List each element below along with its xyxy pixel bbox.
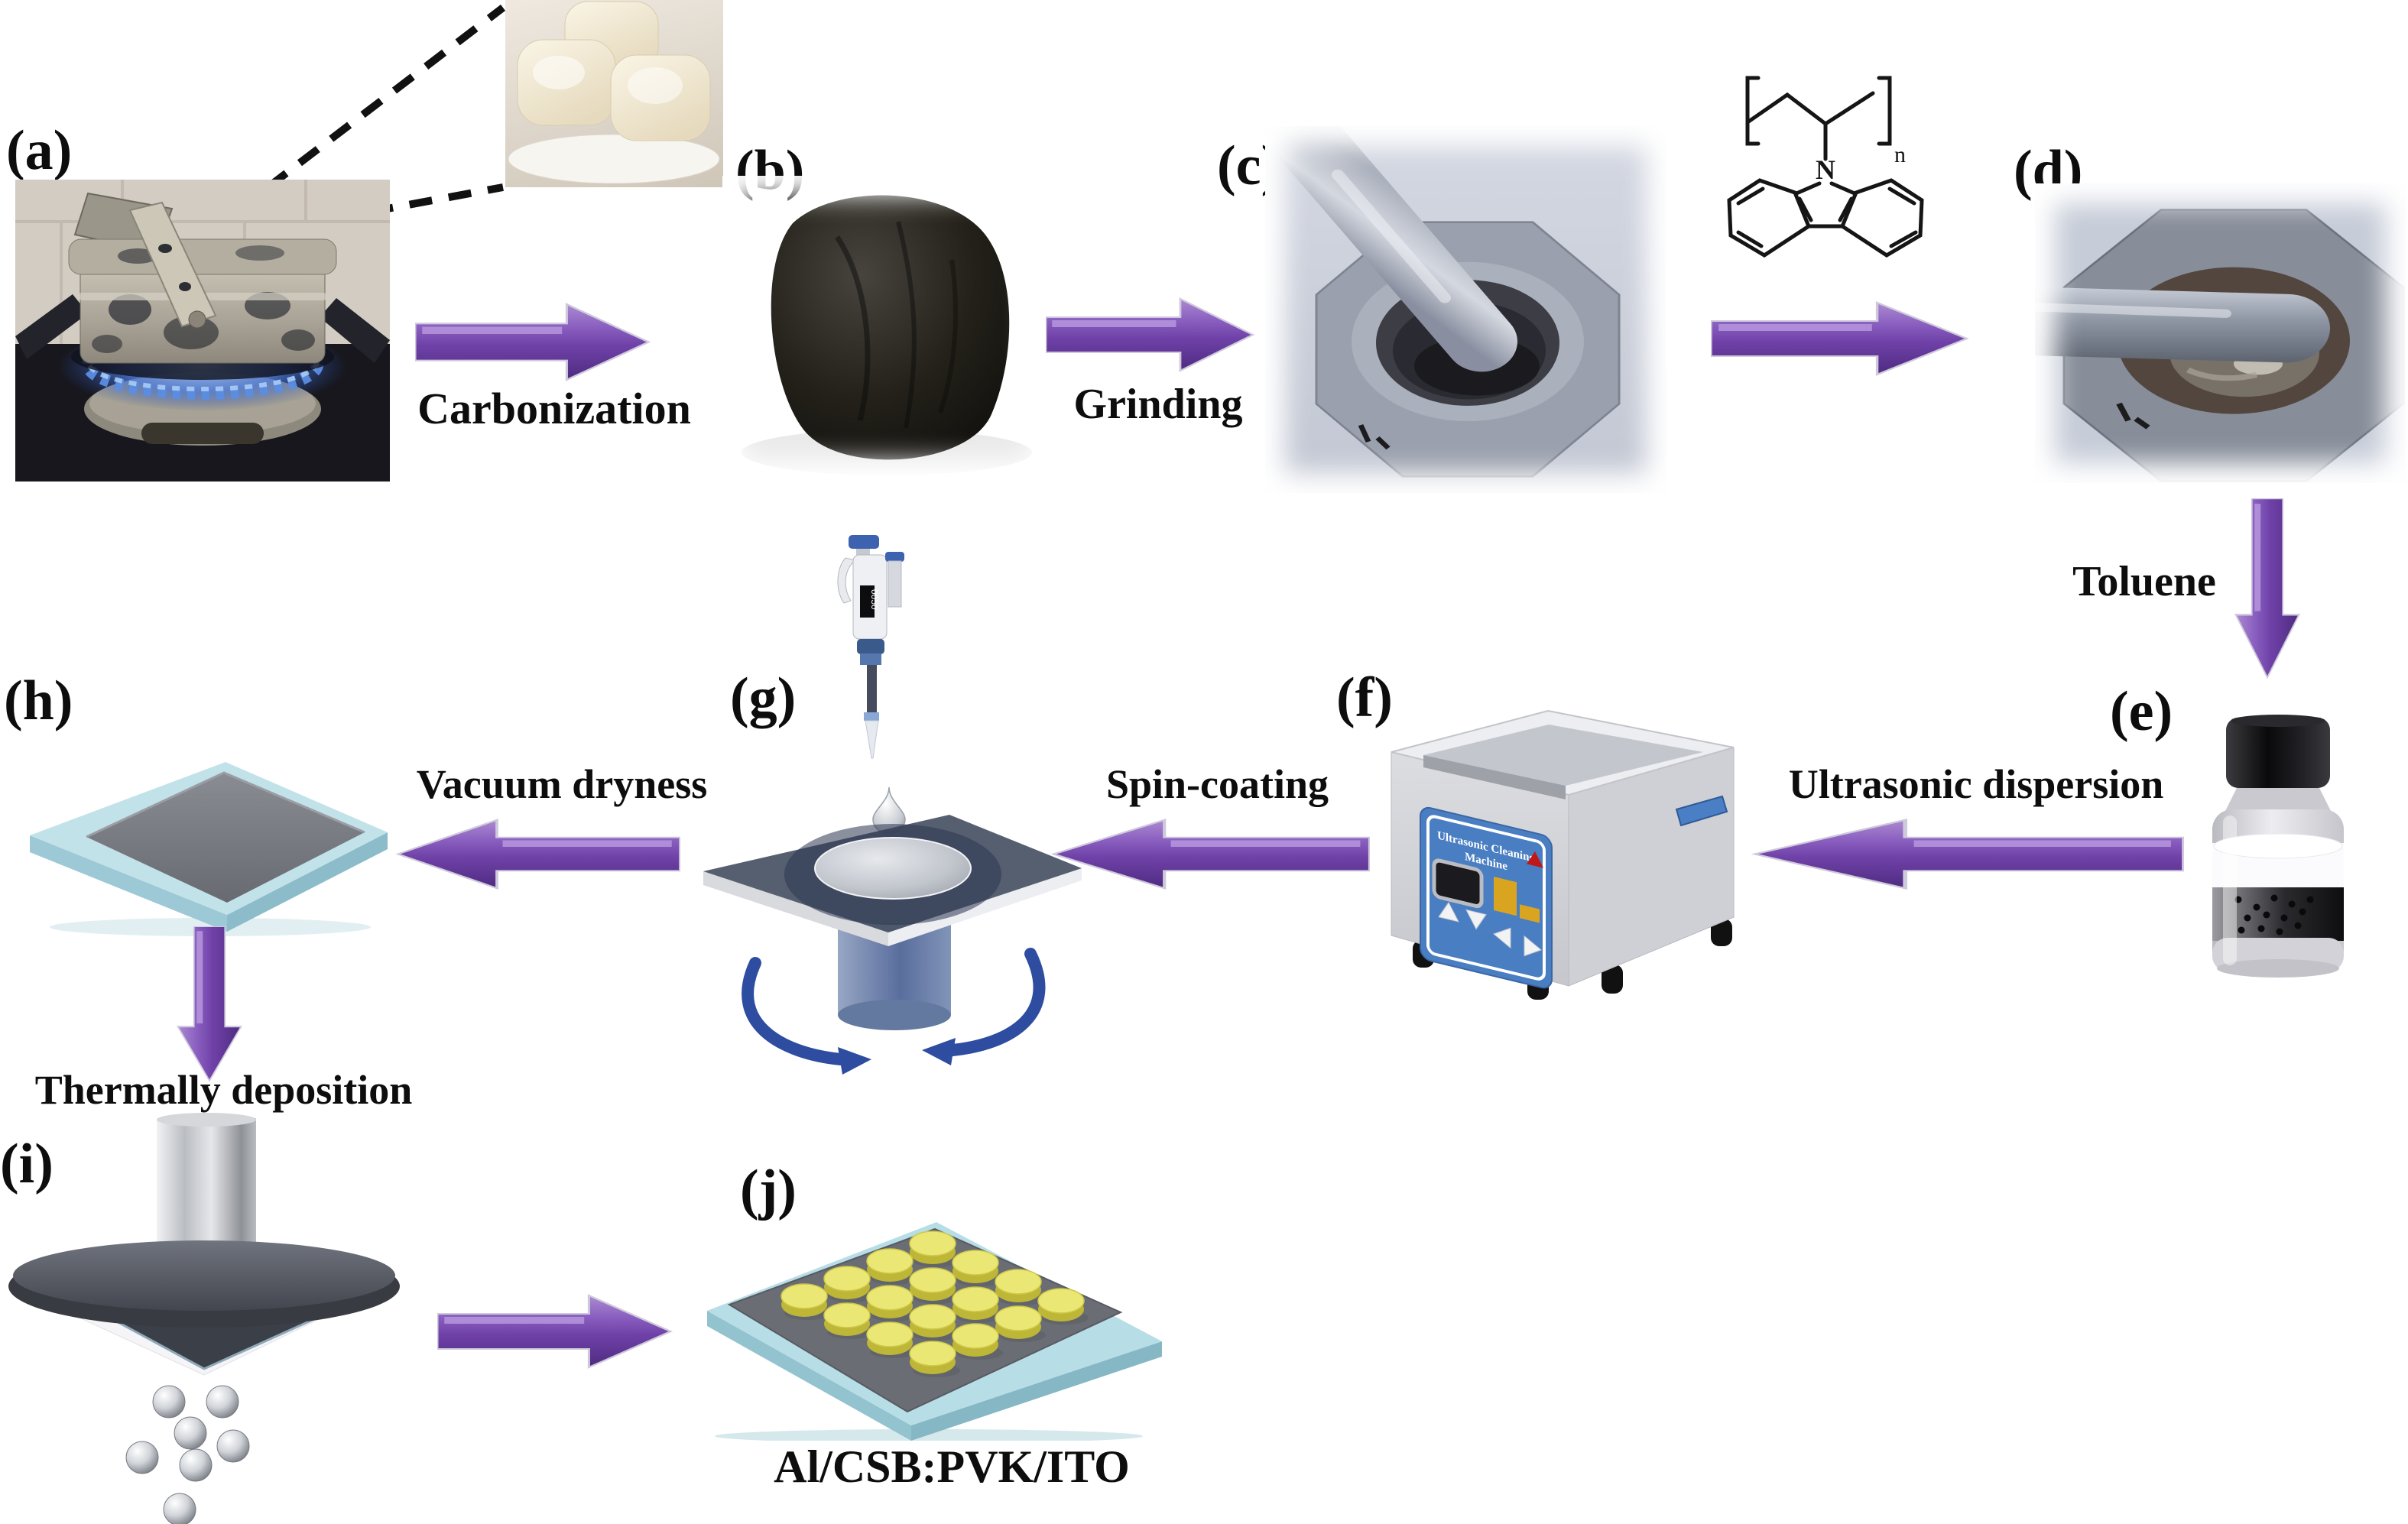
rotation-arrow-right (952, 954, 1039, 1050)
bracket-left (1748, 78, 1758, 144)
photo-mortar-mixing (2035, 183, 2406, 483)
grinding-arrow (1046, 297, 1256, 373)
panel-label-g: (g) (730, 670, 796, 726)
step-label-carbonization: Carbonization (405, 386, 703, 433)
evaporator-column (157, 1118, 256, 1248)
pipette-tip (865, 721, 878, 758)
pvk-structure: N n (1720, 69, 1934, 279)
micropipette: 0050 (833, 535, 925, 764)
step-label-grinding: Grinding (1055, 382, 1261, 427)
pipette-knob (849, 535, 879, 549)
toluene-arrow (2234, 498, 2301, 680)
photo-mortar-grinding (1265, 126, 1666, 493)
panel-label-e: (e) (2110, 683, 2173, 740)
ultrasonic-dispersion-arrow (1748, 818, 2184, 890)
spin-coater (688, 801, 1105, 1080)
vial-cap (2226, 718, 2330, 788)
carbonization-arrow (415, 302, 652, 382)
pipette-display-value: 0050 (869, 589, 880, 610)
step-label-ultrasonic-dispersion: Ultrasonic dispersion (1754, 763, 2198, 806)
mortar-d-scene (2035, 183, 2406, 483)
vinyl-backbone (1748, 93, 1873, 124)
tin-lid (69, 239, 336, 274)
pipette-plunger (888, 561, 901, 607)
carbon-lump (771, 196, 1010, 460)
ultrasonic-machine: Ultrasonic Cleaning Machine (1376, 697, 1754, 1003)
dispersion-vial (2202, 715, 2354, 990)
vacuum-dryness-arrow (394, 818, 680, 890)
pvk-mixing-arrow (1711, 300, 1971, 377)
lump-scene (722, 176, 1051, 482)
panel-label-j: (j) (740, 1162, 797, 1218)
photo-stove-carbonizing-tin (15, 180, 390, 482)
bracket-right (1879, 78, 1890, 144)
step-label-vacuum-dryness: Vacuum dryness (386, 763, 738, 806)
nitrogen-label: N (1816, 154, 1835, 185)
photo-steamed-buns-inset (505, 0, 723, 187)
mortar-c-scene (1265, 126, 1666, 493)
panel-label-a: (a) (6, 122, 72, 179)
repeat-subscript: n (1894, 142, 1906, 167)
pipette-shaft (867, 665, 877, 715)
photo-carbonized-lump (722, 176, 1051, 482)
step-label-spin-coating: Spin-coating (1066, 763, 1368, 806)
coater-chuck-disc (815, 838, 971, 899)
buns-scene (505, 0, 723, 187)
memristor-device (699, 1211, 1177, 1441)
coated-substrate (19, 753, 401, 936)
plate (508, 135, 719, 183)
step-label-thermal-deposition: Thermally deposition (4, 1068, 443, 1112)
thermal-evaporator (4, 1112, 455, 1524)
panel-label-h: (h) (4, 673, 73, 729)
stove-scene (15, 180, 390, 482)
thermal-deposition-arrow (176, 926, 243, 1083)
rotation-arrow-left (748, 963, 841, 1059)
yellow-button-large (1494, 877, 1517, 916)
pestle (2035, 319, 2287, 328)
control-panel: Ultrasonic Cleaning Machine (1420, 806, 1552, 990)
device-stack-label: Al/CSB:PVK/ITO (761, 1443, 1143, 1491)
metal-vapor-droplets (126, 1386, 249, 1524)
step-label-toluene: Toluene (2056, 559, 2232, 605)
final-device-arrow (437, 1293, 674, 1370)
